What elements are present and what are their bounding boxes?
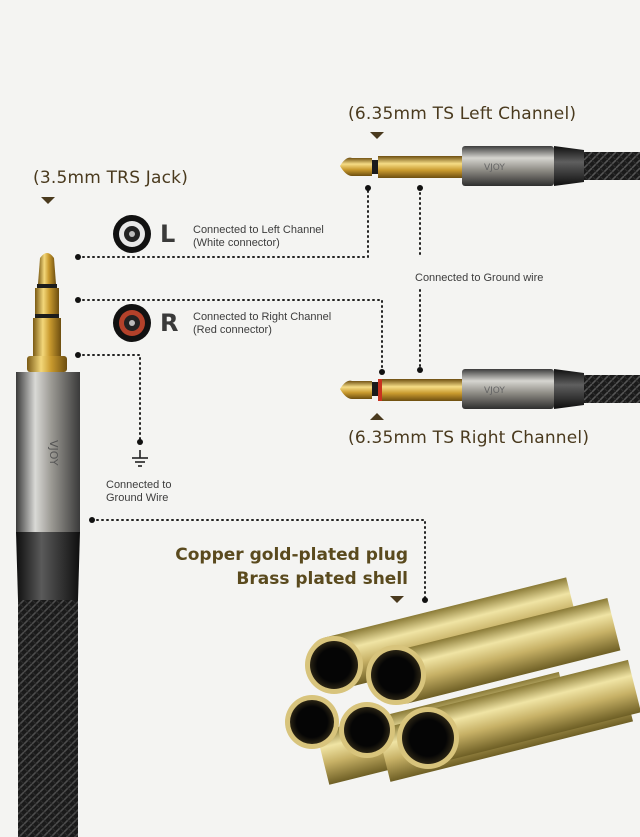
ts-left-plug: VJOY bbox=[340, 146, 640, 186]
left-channel-letter: L bbox=[160, 220, 176, 248]
left-channel-desc-line1: Connected to Left Channel bbox=[193, 224, 324, 236]
jack-title: (3.5mm TRS Jack) bbox=[33, 168, 189, 188]
right-channel-letter: R bbox=[160, 309, 179, 337]
jack-ground-line1: Connected to bbox=[106, 479, 172, 491]
left-channel-desc: Connected to Left Channel (White connect… bbox=[193, 224, 324, 250]
ts-right-plug: VJOY bbox=[340, 369, 640, 409]
ground-between-label: Connected to Ground wire bbox=[415, 272, 544, 284]
white-connector-icon bbox=[113, 215, 151, 253]
left-channel-desc-line2: (White connector) bbox=[193, 237, 280, 249]
connection-lines bbox=[77, 187, 426, 599]
jack-ground-label: Connected to Ground Wire bbox=[106, 479, 171, 505]
plating-label: Copper gold-plated plug Brass plated she… bbox=[175, 545, 408, 589]
right-plug-title: (6.35mm TS Right Channel) bbox=[348, 428, 590, 448]
red-connector-icon bbox=[113, 304, 151, 342]
plating-line2: Brass plated shell bbox=[236, 569, 408, 589]
svg-text:VJOY: VJOY bbox=[47, 440, 60, 466]
pointer-arrows bbox=[41, 132, 404, 603]
plating-line1: Copper gold-plated plug bbox=[175, 545, 408, 565]
trs-jack-plug: VJOY bbox=[16, 253, 80, 837]
right-channel-desc-line1: Connected to Right Channel bbox=[193, 311, 332, 323]
connection-dots bbox=[75, 185, 428, 603]
ground-symbol-icon bbox=[132, 450, 148, 467]
svg-text:VJOY: VJOY bbox=[484, 163, 505, 173]
right-channel-desc: Connected to Right Channel (Red connecto… bbox=[193, 311, 331, 337]
left-plug-title: (6.35mm TS Left Channel) bbox=[348, 104, 577, 124]
right-channel-desc-line2: (Red connector) bbox=[193, 324, 272, 336]
brass-tubes bbox=[285, 577, 640, 785]
jack-ground-line2: Ground Wire bbox=[106, 492, 169, 504]
svg-text:VJOY: VJOY bbox=[484, 386, 505, 396]
